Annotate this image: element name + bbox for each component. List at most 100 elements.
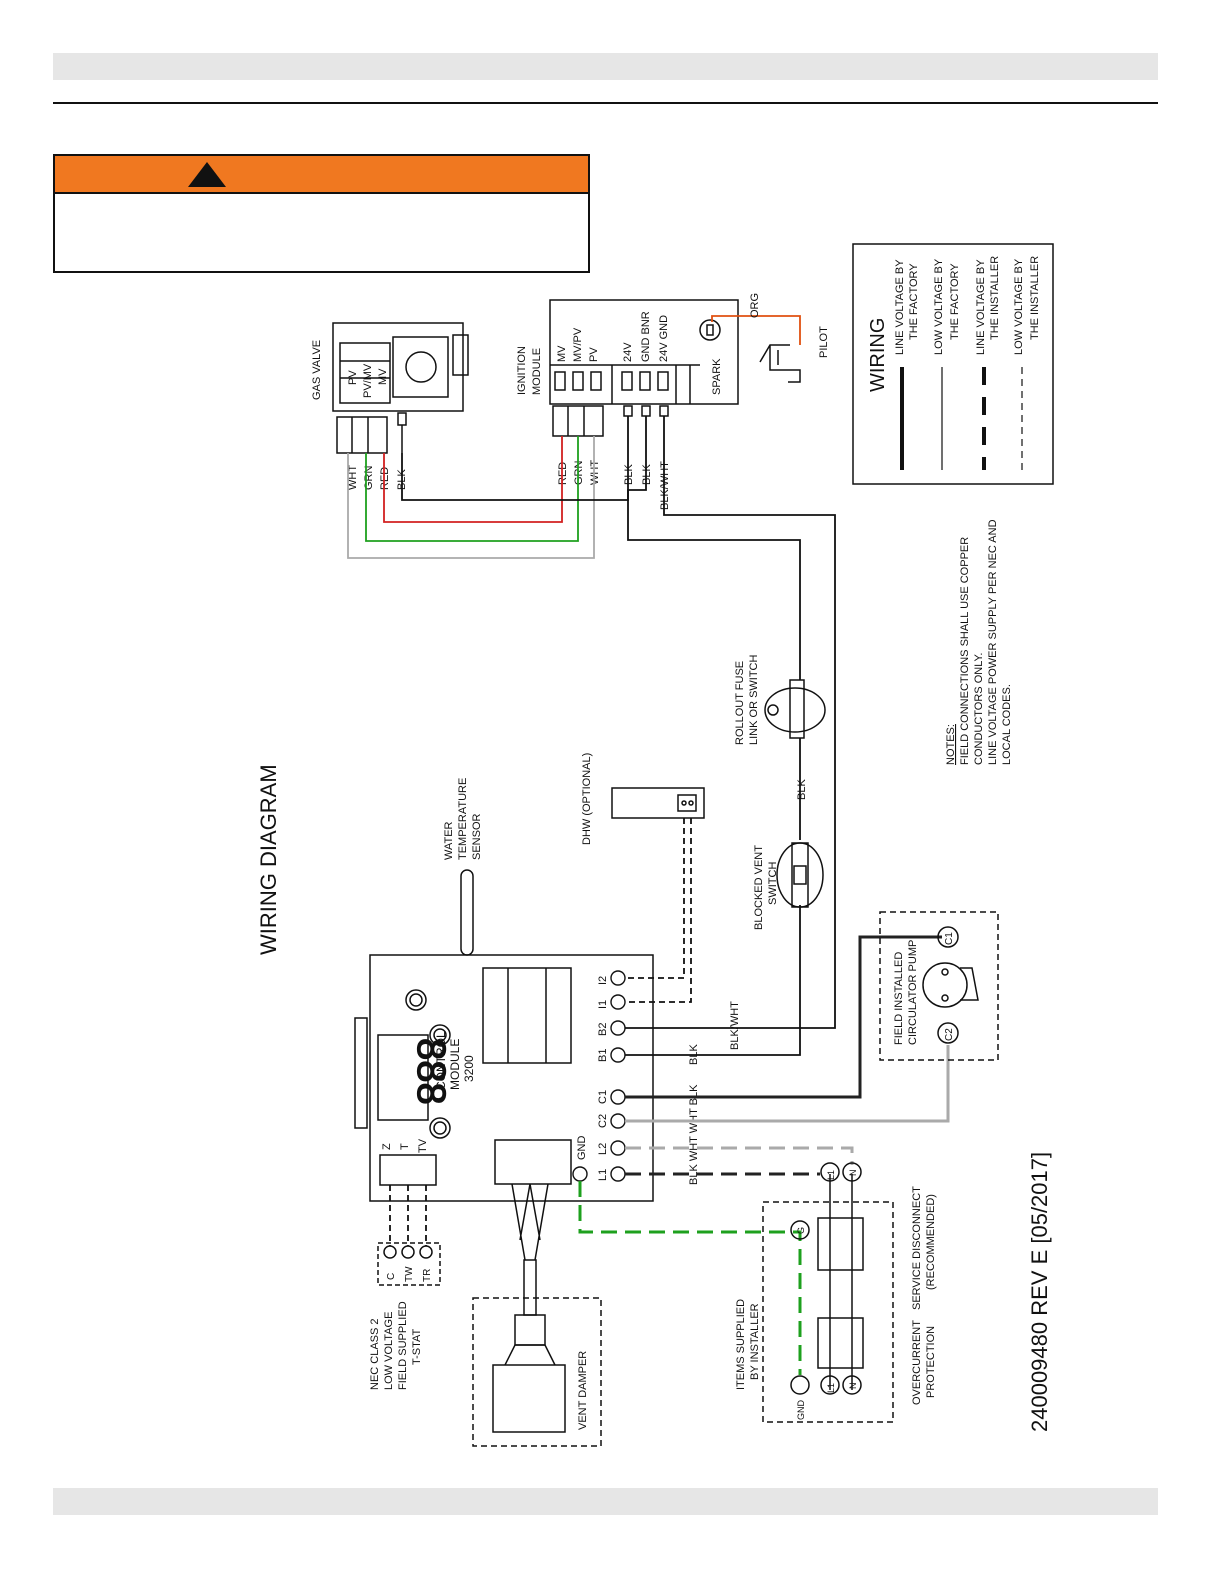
dhw-sensor [611,787,705,819]
pilot-label: PILOT [818,326,830,358]
spark-label: SPARK [711,358,723,395]
ign-wire-wht: WHT [589,460,601,485]
notes-title: NOTES: [945,724,957,765]
legend-1a: LINE VOLTAGE BY [894,259,906,355]
gv-pv-label: PV [347,370,359,385]
sd-g: G [796,1227,806,1234]
cm-label-2: MODULE [448,1039,462,1090]
gas-valve [332,322,469,454]
sd-label-1: SERVICE DISCONNECT [911,1186,923,1310]
note-line-4: LOCAL CODES. [1001,684,1013,765]
blocked-vent-switch [776,842,824,908]
wts-label-3: SENSOR [471,813,483,860]
gv-mv-label: MV [377,368,389,385]
pump-label-1: FIELD INSTALLED [893,952,905,1045]
gv-wire-wht: WHT [347,465,359,490]
term-b1: B1 [597,1049,609,1062]
gas-valve-label: GAS VALVE [311,340,323,400]
term-c2: C2 [597,1114,609,1128]
term-i1: I1 [597,1000,609,1009]
gnd-wire [578,1181,802,1375]
term-c1: C1 [597,1090,609,1104]
pump-label-2: CIRCULATOR PUMP [907,940,919,1045]
rollout-fuse [764,679,826,739]
pump-c2: C2 [944,1028,955,1041]
tstat-tr: TR [422,1269,433,1282]
wts-label-1: WATER [443,821,455,860]
wiring-legend [852,243,1054,485]
legend-4a: LOW VOLTAGE BY [1013,258,1025,355]
legend-2b: THE FACTORY [949,263,961,340]
term-gnd: GND [576,1136,588,1161]
ign-label-2: MODULE [531,348,543,395]
note-line-1: FIELD CONNECTIONS SHALL USE COPPER [959,537,971,765]
ign-label-1: IGNITION [516,346,528,395]
tstat-c: C [386,1273,397,1280]
tstat-wires [389,1185,427,1246]
legend-3a: LINE VOLTAGE BY [975,259,987,355]
control-display-digits: 888 [408,1037,453,1105]
gnd-label: GND [796,1400,806,1421]
term-i2: I2 [597,976,609,985]
note-line-3: LINE VOLTAGE POWER SUPPLY PER NEC AND [987,519,999,765]
warning-box [53,154,590,273]
rollout-blk-label: BLK [796,779,808,800]
oc-label-1: OVERCURRENT [911,1320,923,1405]
svg-text:888: 888 [409,1038,453,1105]
c2-wire [625,1045,950,1123]
legend-title: WIRING [867,318,889,392]
items-label-1: ITEMS SUPPLIED [735,1299,747,1390]
l2-wire [625,1146,854,1165]
spark-wire-org [711,315,801,345]
legend-4b: THE INSTALLER [1029,256,1041,340]
document-number: 240009480 REV E [05/2017] [1027,1152,1052,1432]
tstat-tw: TW [404,1266,415,1282]
ign-pv: PV [588,347,600,362]
items-label-2: BY INSTALLER [749,1303,761,1380]
nec-label-3: FIELD SUPPLIED [397,1301,409,1390]
warning-triangle-icon [188,162,226,187]
sd-n: N [848,1170,858,1177]
water-temp-sensor [460,869,474,956]
cm-label-3: 3200 [462,1055,476,1082]
oc-l1: L1 [826,1383,836,1393]
rollout-label-1: ROLLOUT FUSE [734,661,746,745]
org-label: ORG [749,293,761,318]
header-rule [53,102,1158,104]
module-blk-wires [625,416,836,1056]
legend-3b: THE INSTALLER [989,256,1001,340]
term-l2: L2 [597,1143,609,1155]
ign-wire-blkwht: BLK/WHT [659,461,671,510]
sd-label-2: (RECOMMENDED) [925,1194,937,1290]
oc-n: N [848,1383,858,1390]
header-band [53,53,1158,80]
dhw-label: DHW (OPTIONAL) [581,753,593,845]
blocked-label-2: SWITCH [767,862,779,905]
term-t: T [399,1143,411,1150]
wire-c-labels: BLK WHT WHT BLK [688,1084,700,1185]
wts-label-2: TEMPERATURE [457,778,469,860]
term-b2: B2 [597,1023,609,1036]
ign-wire-red: RED [557,462,569,485]
nec-label-2: LOW VOLTAGE [383,1312,395,1390]
ign-wire-blk-2: BLK [641,464,653,485]
ign-mvpv: MV/PV [572,327,584,362]
warning-header [55,156,588,194]
gv-pvmv-label: PV/MV [362,363,374,398]
installer-items-box [762,1162,894,1423]
legend-2a: LOW VOLTAGE BY [933,258,945,355]
circulator-pump [879,911,999,1061]
nec-label-1: NEC CLASS 2 [369,1318,381,1390]
gv-wire-grn: GRN [363,466,375,491]
diagram-title: WIRING DIAGRAM [256,764,281,955]
control-module [354,954,654,1202]
wire-b1-blk: BLK [688,1044,700,1065]
gv-wire-red: RED [379,467,391,490]
ign-wire-grn: GRN [573,461,585,486]
sd-l1: L1 [826,1170,836,1180]
ign-wire-blk-1: BLK [623,464,635,485]
dhw-wires [625,818,692,1003]
rollout-label-2: LINK OR SWITCH [748,654,760,745]
ign-mv: MV [556,345,568,362]
nec-label-4: T-STAT [411,1328,423,1365]
